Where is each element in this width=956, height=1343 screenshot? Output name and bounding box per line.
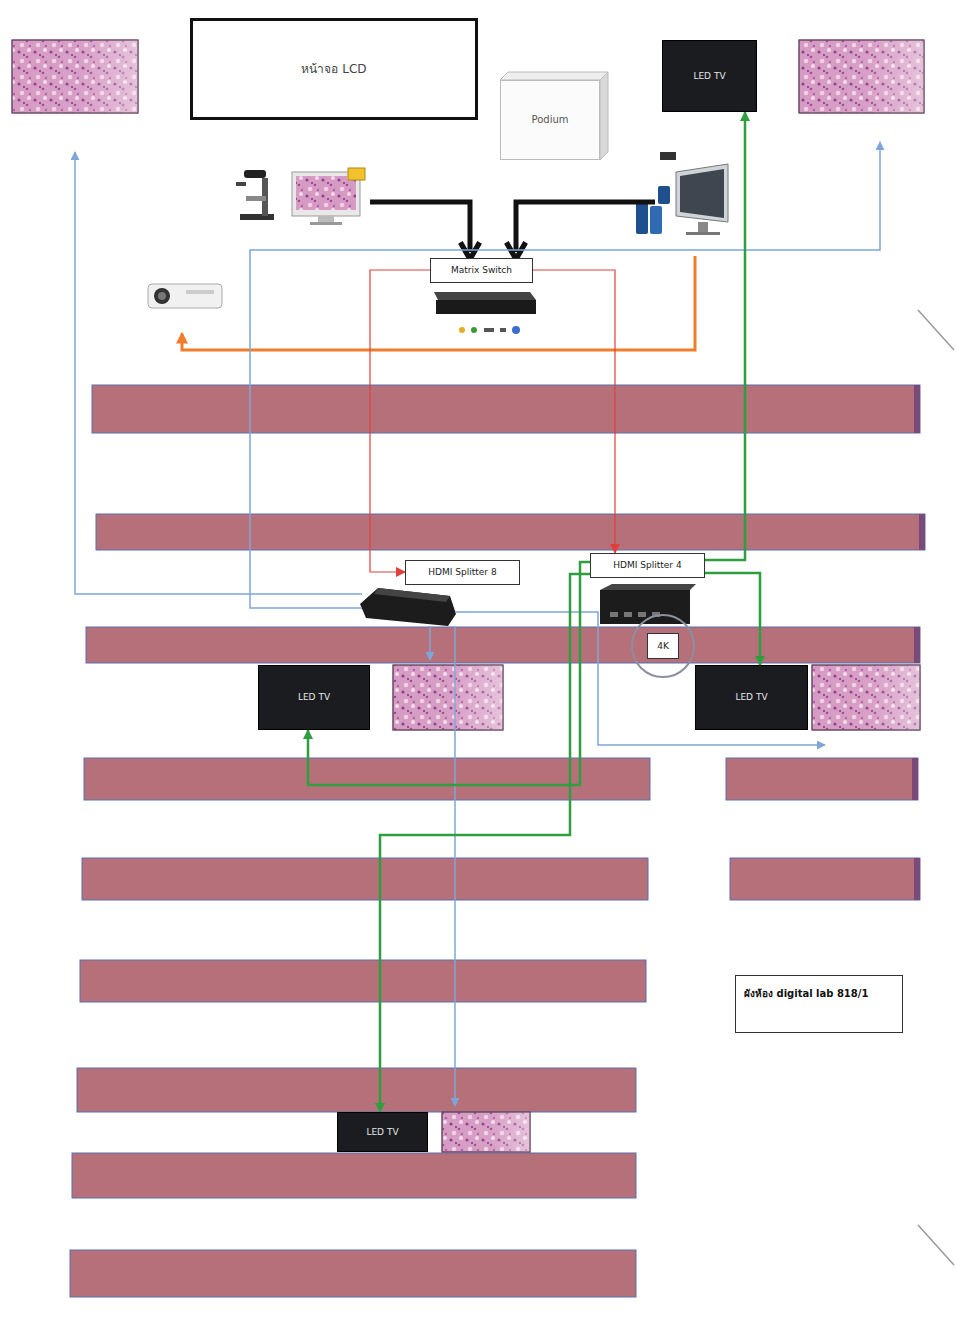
desk-row: [70, 385, 925, 1297]
node-text: HDMI Splitter 8: [428, 567, 496, 578]
podium-side: [600, 72, 608, 160]
room-label: ผังห้อง digital lab 818/1: [735, 975, 903, 1033]
node-text: Podium: [532, 114, 569, 126]
port-label: 4K: [647, 633, 679, 659]
led-tv: LED TV: [695, 665, 808, 730]
projector: [148, 284, 222, 308]
node-text: HDMI Splitter 4: [613, 560, 681, 571]
led-tv: LED TV: [662, 40, 757, 112]
signal-cable: [370, 270, 430, 572]
podium: Podium: [500, 80, 600, 160]
highlight-circle: [632, 615, 694, 677]
signal-cable: [705, 573, 760, 665]
histology-display: [12, 40, 924, 1152]
node-text: LED TV: [298, 692, 330, 703]
computer-source: [636, 152, 728, 235]
device-label: Matrix Switch: [430, 258, 533, 283]
node-text: LED TV: [366, 1127, 398, 1138]
device-label: HDMI Splitter 8: [405, 560, 520, 585]
node-text: ผังห้อง digital lab 818/1: [744, 988, 868, 1000]
display-cable: [75, 142, 880, 1106]
margin-mark: [918, 310, 954, 1265]
signal-cable: [533, 270, 615, 553]
node-text: 4K: [657, 641, 669, 652]
desk-end: [912, 385, 925, 900]
matrix-switch-device: [434, 292, 536, 334]
node-text: LED TV: [693, 71, 725, 82]
led-tv: LED TV: [258, 665, 370, 730]
projector-cable: [182, 256, 695, 350]
source-cable: [370, 202, 655, 252]
led-tv: LED TV: [337, 1112, 428, 1152]
podium-top: [500, 72, 608, 80]
device-label: HDMI Splitter 4: [590, 553, 705, 578]
node-text: หน้าจอ LCD: [301, 62, 366, 76]
microscope-source: [236, 168, 365, 225]
signal-cable: [705, 112, 745, 560]
projection-screen: หน้าจอ LCD: [190, 18, 478, 120]
signal-cable: [380, 574, 590, 1112]
node-text: LED TV: [735, 692, 767, 703]
node-text: Matrix Switch: [451, 265, 512, 276]
